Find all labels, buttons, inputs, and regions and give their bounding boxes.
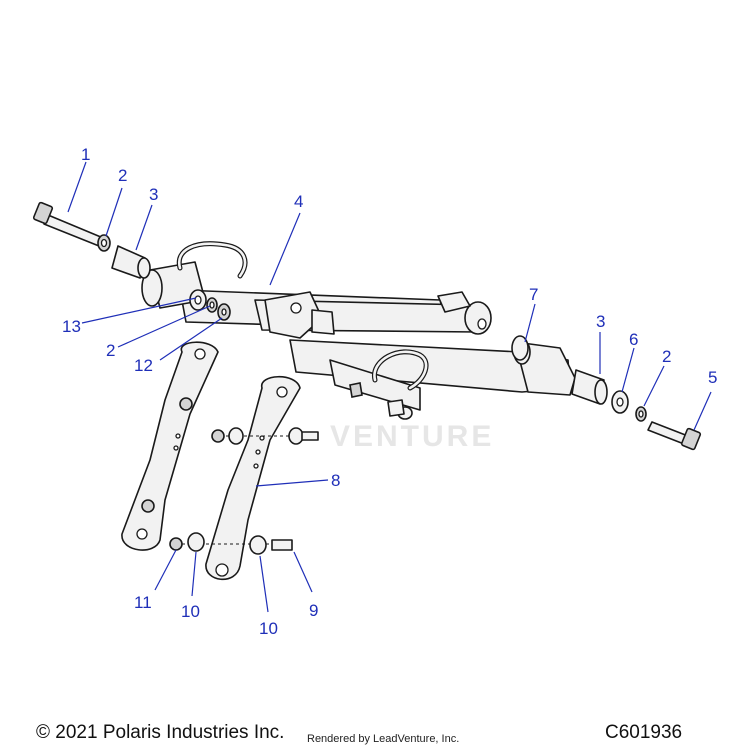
rendered-by-text: Rendered by LeadVenture, Inc. [307, 733, 460, 745]
upper-fastener-row [211, 427, 319, 445]
callout-10-left: 10 [181, 602, 200, 621]
bushing-part-3-left [111, 245, 151, 279]
callout-12: 12 [134, 356, 153, 375]
diagram-code: C601936 [605, 722, 683, 743]
callout-1: 1 [81, 145, 90, 164]
copyright-text: © 2021 Polaris Industries Inc. [36, 722, 285, 743]
bushing-part-3-right [571, 369, 608, 405]
callout-3-right: 3 [596, 312, 605, 331]
washer-part-2-mid [206, 297, 218, 313]
callout-10-right: 10 [259, 619, 278, 638]
washer-part-13 [189, 289, 207, 311]
callout-8: 8 [331, 471, 340, 490]
callout-3-left: 3 [149, 185, 158, 204]
washer-part-6 [611, 390, 629, 414]
link-part-8-front [205, 376, 301, 581]
callouts: 1 2 3 4 13 2 12 7 3 6 2 5 8 11 10 10 9 [62, 145, 717, 638]
callout-13: 13 [62, 317, 81, 336]
link-part-8-back [121, 341, 219, 551]
lower-fastener-row [169, 532, 293, 555]
callout-11: 11 [134, 593, 152, 612]
bushing-part-7 [511, 335, 529, 361]
bolt-part-1 [32, 201, 109, 249]
watermark-text: VENTURE [330, 420, 494, 453]
nut-part-12 [217, 303, 231, 321]
bolt-part-5 [647, 421, 702, 451]
callout-2-right: 2 [662, 347, 671, 366]
washer-part-2-right [635, 406, 647, 422]
callout-7: 7 [529, 285, 538, 304]
callout-2-upper: 2 [118, 166, 127, 185]
callout-5: 5 [708, 368, 717, 387]
callout-4: 4 [294, 192, 303, 211]
callout-2-middle: 2 [106, 341, 115, 360]
callout-9: 9 [309, 601, 318, 620]
washer-part-2-left [97, 234, 111, 252]
callout-6: 6 [629, 330, 638, 349]
a-arm-assembly [141, 241, 576, 420]
